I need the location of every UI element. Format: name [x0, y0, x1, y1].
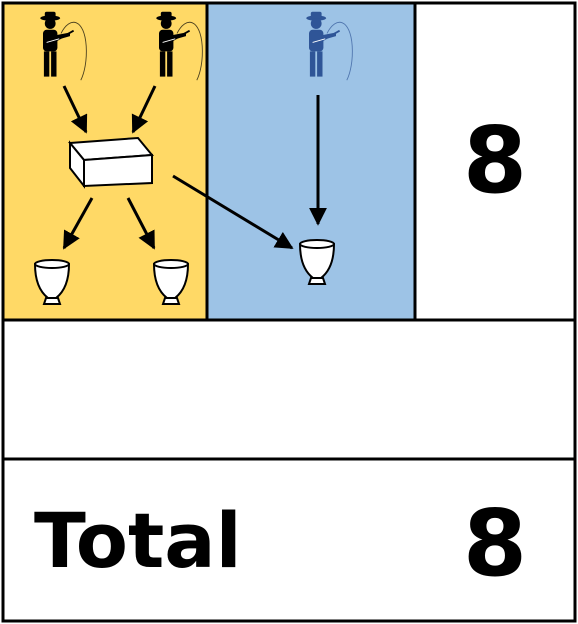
total-row	[1, 457, 577, 623]
total-value: 8	[463, 490, 527, 597]
arrow-icon	[172, 174, 294, 250]
score-panel	[413, 1, 577, 322]
arrow-icon	[62, 85, 88, 134]
top-score: 8	[463, 107, 527, 214]
box-icon	[67, 136, 155, 189]
arrow-icon	[62, 197, 94, 250]
total-label: Total	[34, 496, 242, 585]
middle-row	[1, 318, 577, 461]
arrow-icon	[131, 85, 157, 134]
arrow-icon	[126, 197, 156, 250]
